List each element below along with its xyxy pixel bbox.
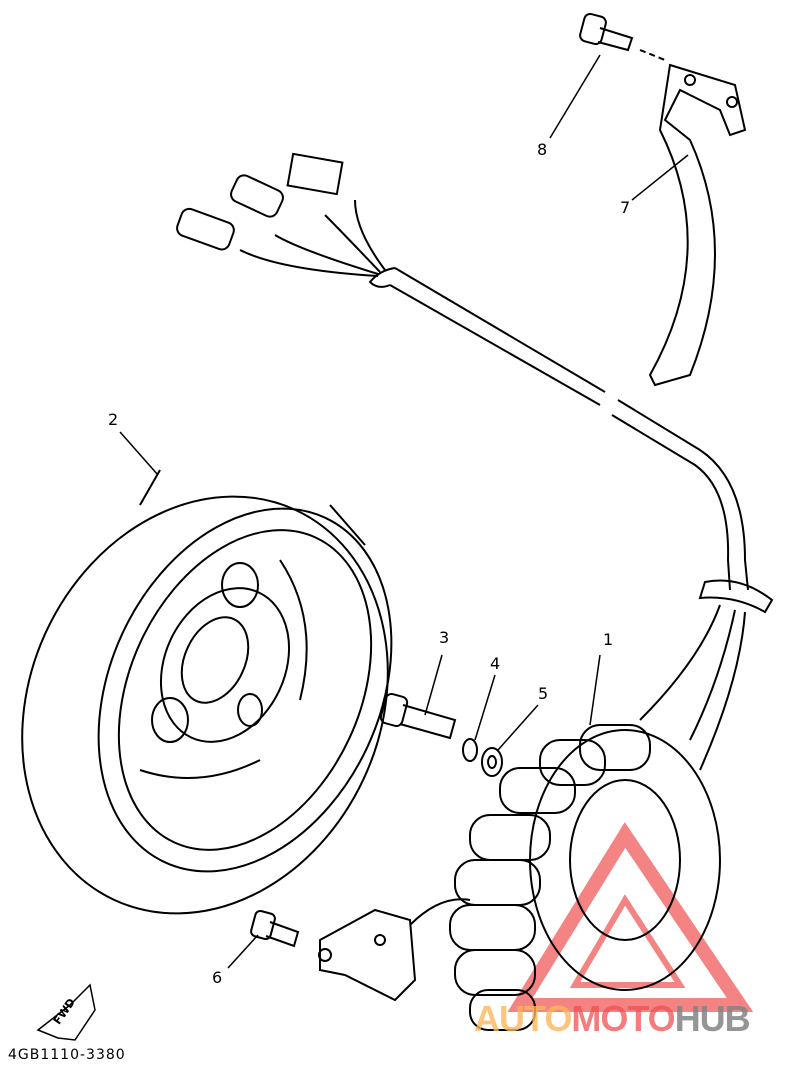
callout-leaders — [119, 54, 689, 969]
callout-8: 8 — [537, 140, 548, 159]
pickup-coil — [250, 898, 471, 1002]
fwd-arrow-icon — [36, 983, 96, 1041]
screw — [579, 12, 666, 61]
wire-harness — [176, 152, 774, 771]
watermark-moto: MOTO — [571, 998, 675, 1039]
watermark-auto: AUTO — [474, 998, 572, 1039]
callout-1: 1 — [603, 630, 614, 649]
part-code: 4GB1110-3380 — [8, 1047, 126, 1063]
callout-7: 7 — [620, 198, 631, 217]
watermark: AUTOMOTOHUB — [474, 998, 751, 1040]
watermark-hub: HUB — [674, 998, 751, 1039]
bracket — [648, 63, 747, 387]
callout-5: 5 — [538, 684, 549, 703]
callout-4: 4 — [490, 654, 501, 673]
watermark-triangle-logo — [507, 822, 754, 1012]
callout-6: 6 — [212, 968, 223, 987]
stator — [449, 724, 721, 1031]
callout-2: 2 — [108, 410, 119, 429]
callout-3: 3 — [439, 628, 450, 647]
bolt-and-washers — [379, 693, 503, 777]
flywheel-rotor — [21, 469, 393, 915]
